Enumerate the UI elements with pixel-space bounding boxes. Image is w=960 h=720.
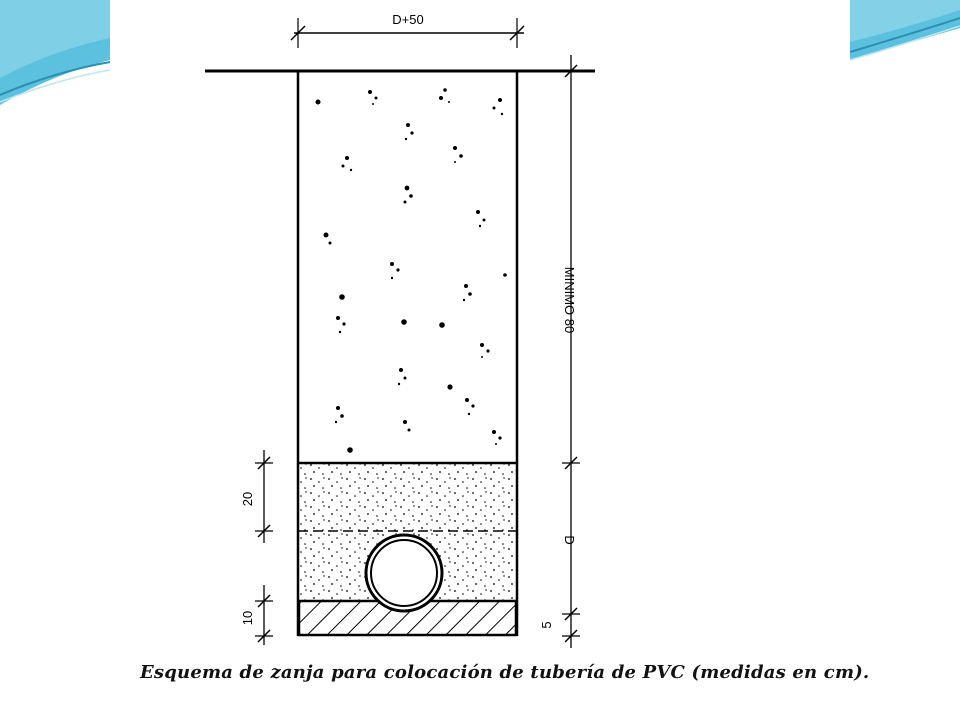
top-left-swoosh: [0, 0, 111, 105]
cover-depth-label: 20: [240, 492, 255, 506]
base-depth-label: 10: [240, 611, 255, 625]
backfill-gravel: [315, 88, 507, 453]
pipe-diameter-label: D: [562, 535, 577, 544]
width-label: D+50: [392, 12, 423, 27]
trench-figure: D+50 MINIMO 80 D 5 20: [110, 0, 870, 695]
width-dimension: D+50: [290, 12, 525, 48]
depth-label: MINIMO 80: [562, 267, 577, 333]
cover-layer: [299, 463, 516, 531]
bedding-dimension: 20 10: [240, 450, 273, 645]
top-right-swoosh: [849, 0, 960, 61]
depth-dimension: MINIMO 80 D 5: [539, 55, 580, 648]
pvc-pipe: [364, 533, 444, 613]
trench-diagram: D+50 MINIMO 80 D 5 20: [205, 12, 595, 648]
figure-caption: Esquema de zanja para colocación de tube…: [140, 662, 870, 683]
base-right-label: 5: [539, 621, 554, 628]
